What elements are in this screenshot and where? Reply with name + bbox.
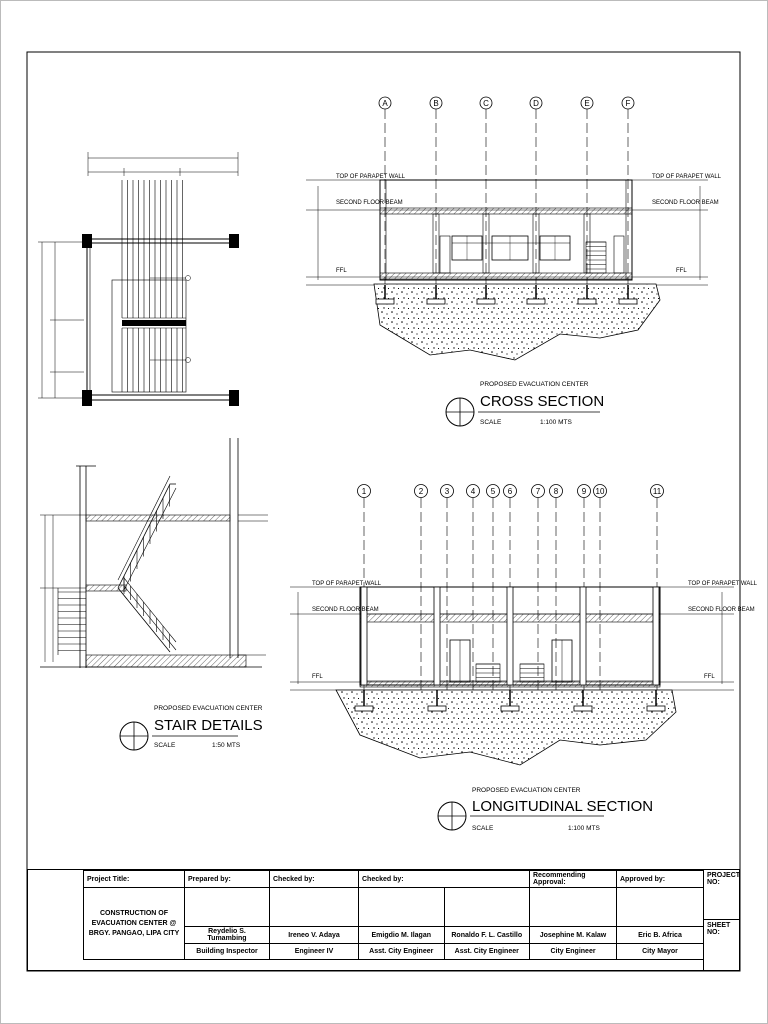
- project-title-label: Project Title:: [83, 870, 185, 888]
- grid-bubble: [503, 484, 517, 498]
- signatory-name: Reydelio S. Tumambing: [184, 926, 270, 944]
- grid-label: F: [626, 99, 631, 108]
- recommending-label: Recommending Approval:: [529, 870, 617, 888]
- signatory-role: Engineer IV: [269, 943, 359, 960]
- ls-ffl-label-right: FFL: [704, 674, 715, 680]
- cs-ffl-label-right: FFL: [676, 268, 687, 274]
- ls-parapet-label-right: TOP OF PARAPET WALL: [688, 581, 758, 587]
- signatory-name: Ireneo V. Adaya: [269, 926, 359, 944]
- title-block: Project Title: Prepared by: Checked by: …: [27, 869, 740, 971]
- grid-label: 9: [582, 487, 587, 496]
- grid-bubble: [549, 484, 563, 498]
- cross-section-title-block: PROPOSED EVACUATION CENTER CROSS SECTION…: [445, 381, 604, 427]
- stair-details-scale-value: 1:50 MTS: [212, 742, 241, 749]
- project-title: CONSTRUCTION OF EVACUATION CENTER @ BRGY…: [83, 887, 185, 960]
- checked-by-label-2: Checked by:: [358, 870, 530, 888]
- longitudinal-section-title-block: PROPOSED EVACUATION CENTER LONGITUDINAL …: [437, 787, 653, 832]
- signatory-role: City Mayor: [616, 943, 704, 960]
- grid-label: E: [584, 99, 589, 108]
- ls-beam-label-right: SECOND FLOOR BEAM: [688, 607, 755, 613]
- cs-ffl-label-left: FFL: [336, 268, 347, 274]
- grid-bubble: [486, 484, 500, 498]
- stair-details-title: STAIR DETAILS: [154, 717, 263, 734]
- grid-label: 5: [491, 487, 496, 496]
- grid-label: 1: [362, 487, 367, 496]
- project-no-label: PROJECT NO:: [703, 870, 740, 920]
- grid-bubble: [357, 484, 371, 498]
- signatory-role: Asst. City Engineer: [443, 943, 530, 960]
- grid-label: D: [533, 99, 539, 108]
- grid-bubble: [593, 484, 607, 498]
- cross-section-title: CROSS SECTION: [480, 393, 604, 410]
- grid-label: C: [483, 99, 489, 108]
- signatory-name: Ronaldo F. L. Castillo: [443, 926, 530, 944]
- project-number-box: PROJECT NO: SHEET NO:: [703, 870, 740, 970]
- cross-section-scale-value: 1:100 MTS: [540, 419, 572, 426]
- ls-beam-label-left: SECOND FLOOR BEAM: [312, 607, 379, 613]
- grid-bubble: [466, 484, 480, 498]
- stair-plan: [38, 152, 239, 406]
- grid-label: 11: [653, 487, 662, 496]
- grid-bubble: [414, 484, 428, 498]
- cross-section-subtitle: PROPOSED EVACUATION CENTER: [480, 381, 589, 388]
- grid-label: 8: [554, 487, 559, 496]
- cs-parapet-label-left: TOP OF PARAPET WALL: [336, 174, 406, 180]
- signatory-role: Asst. City Engineer: [358, 943, 445, 960]
- signatory-name: Josephine M. Kalaw: [529, 926, 617, 944]
- signatory-role: City Engineer: [529, 943, 617, 960]
- stair-details-scale-label: SCALE: [154, 742, 176, 749]
- checked-by-label-1: Checked by:: [269, 870, 359, 888]
- approved-by-label: Approved by:: [616, 870, 704, 888]
- grid-label: A: [382, 99, 388, 108]
- grid-bubble: [577, 484, 591, 498]
- stair-details-subtitle: PROPOSED EVACUATION CENTER: [154, 705, 263, 712]
- cross-section-drawing: A B C D E F TOP OF PARAPET WALL SECOND FLOOR …: [306, 96, 722, 361]
- grid-label: 4: [471, 487, 476, 496]
- grid-label: 2: [419, 487, 424, 496]
- stair-section: [40, 438, 268, 668]
- signatory-table: Project Title: Prepared by: Checked by: …: [83, 870, 704, 960]
- grid-label: B: [433, 99, 438, 108]
- signatory-name: Emigdio M. Ilagan: [358, 926, 445, 944]
- grid-label: 10: [596, 487, 605, 496]
- stair-details-title-block: PROPOSED EVACUATION CENTER STAIR DETAILS…: [119, 705, 263, 751]
- longitudinal-section-scale-value: 1:100 MTS: [568, 825, 600, 832]
- longitudinal-section-subtitle: PROPOSED EVACUATION CENTER: [472, 787, 581, 794]
- ls-parapet-label-left: TOP OF PARAPET WALL: [312, 581, 382, 587]
- cs-beam-label-right: SECOND FLOOR BEAM: [652, 200, 719, 206]
- signatory-role: Building Inspector: [184, 943, 270, 960]
- grid-label: 3: [445, 487, 450, 496]
- longitudinal-section-drawing: 1 2 3 4 5 6 7 8 9 10 11 TOP OF PARAPET WALL SECOND…: [290, 484, 758, 766]
- cs-beam-label-left: SECOND FLOOR BEAM: [336, 200, 403, 206]
- grid-bubble: [531, 484, 545, 498]
- ls-ffl-label-left: FFL: [312, 674, 323, 680]
- longitudinal-section-title: LONGITUDINAL SECTION: [472, 798, 653, 815]
- grid-bubble: [650, 484, 664, 498]
- grid-label: 6: [508, 487, 513, 496]
- signatory-name: Eric B. Africa: [616, 926, 704, 944]
- frame-border: [26, 51, 741, 972]
- sheet-no-label: SHEET NO:: [703, 920, 739, 970]
- cs-parapet-label-right: TOP OF PARAPET WALL: [652, 174, 722, 180]
- grid-bubble: [440, 484, 454, 498]
- longitudinal-section-scale-label: SCALE: [472, 825, 494, 832]
- cross-section-scale-label: SCALE: [480, 419, 502, 426]
- prepared-by-label: Prepared by:: [184, 870, 270, 888]
- grid-label: 7: [536, 487, 541, 496]
